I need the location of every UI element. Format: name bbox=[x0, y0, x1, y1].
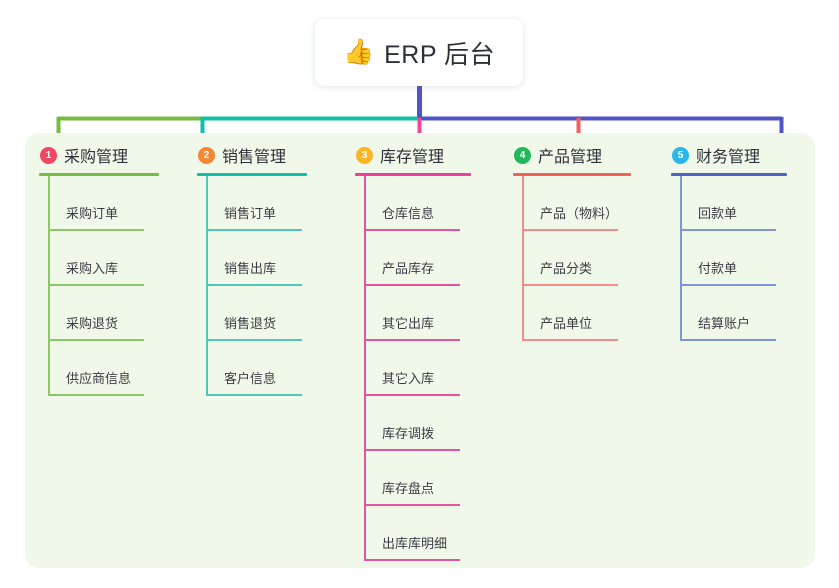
column-title-3: 库存管理 bbox=[380, 149, 445, 166]
list-item-underline bbox=[524, 339, 618, 341]
list-item-label: 供应商信息 bbox=[66, 371, 132, 386]
column-items-4: 产品（物料） 产品分类产品单位 bbox=[522, 176, 647, 341]
list-item-label: 其它出库 bbox=[382, 316, 435, 331]
list-item-label: 销售出库 bbox=[224, 261, 277, 276]
list-item[interactable]: 采购订单 bbox=[48, 176, 173, 231]
list-item[interactable]: 其它出库 bbox=[364, 286, 489, 341]
list-item-underline bbox=[524, 229, 618, 231]
column-rule-5 bbox=[671, 173, 787, 176]
list-item-label: 付款单 bbox=[698, 261, 738, 276]
list-item[interactable]: 销售订单 bbox=[206, 176, 331, 231]
column-2: 2 销售管理销售订单销售出库销售退货客户信息 bbox=[183, 133, 341, 568]
column-rule-1 bbox=[39, 173, 159, 176]
list-item[interactable]: 库存调拨 bbox=[364, 396, 489, 451]
list-item-underline bbox=[50, 394, 144, 396]
column-header-1[interactable]: 1 采购管理 bbox=[40, 143, 128, 167]
list-item-label: 库存盘点 bbox=[382, 481, 435, 496]
list-item[interactable]: 采购入库 bbox=[48, 231, 173, 286]
list-item-label: 产品（物料） bbox=[540, 206, 619, 221]
list-item[interactable]: 付款单 bbox=[680, 231, 805, 286]
list-item-underline bbox=[208, 229, 302, 231]
column-items-5: 回款单付款单结算账户 bbox=[680, 176, 805, 341]
column-title-1: 采购管理 bbox=[64, 149, 129, 166]
column-4: 4 产品管理产品（物料） 产品分类产品单位 bbox=[499, 133, 657, 568]
column-header-5[interactable]: 5 财务管理 bbox=[672, 143, 760, 167]
list-item[interactable]: 产品单位 bbox=[522, 286, 647, 341]
list-item-underline bbox=[366, 504, 460, 506]
column-badge-1: 1 bbox=[40, 146, 57, 164]
list-item-label: 销售退货 bbox=[224, 316, 277, 331]
list-item[interactable]: 客户信息 bbox=[206, 341, 331, 396]
root-node[interactable]: 👍 ERP 后台 bbox=[315, 19, 523, 86]
list-item-underline bbox=[366, 449, 460, 451]
list-item[interactable]: 供应商信息 bbox=[48, 341, 173, 396]
list-item-underline bbox=[524, 284, 618, 286]
list-item-label: 产品分类 bbox=[540, 261, 593, 276]
list-item-underline bbox=[366, 284, 460, 286]
list-item-underline bbox=[366, 229, 460, 231]
list-item[interactable]: 销售退货 bbox=[206, 286, 331, 341]
list-item-label: 仓库信息 bbox=[382, 206, 435, 221]
column-items-3: 仓库信息产品库存其它出库其它入库库存调拨库存盘点出库库明细 bbox=[364, 176, 489, 561]
list-item-underline bbox=[682, 284, 776, 286]
column-title-4: 产品管理 bbox=[538, 149, 603, 166]
list-item-underline bbox=[208, 394, 302, 396]
column-3: 3 库存管理仓库信息产品库存其它出库其它入库库存调拨库存盘点出库库明细 bbox=[341, 133, 499, 568]
list-item[interactable]: 产品（物料） bbox=[522, 176, 647, 231]
list-item[interactable]: 产品库存 bbox=[364, 231, 489, 286]
column-5: 5 财务管理回款单付款单结算账户 bbox=[657, 133, 815, 568]
list-item-underline bbox=[366, 339, 460, 341]
list-item[interactable]: 库存盘点 bbox=[364, 451, 489, 506]
root-title: ERP 后台 bbox=[384, 40, 496, 69]
columns-container: 1 采购管理采购订单采购入库采购退货供应商信息 2 销售管理销售订单销售出库销售退货客… bbox=[25, 133, 815, 568]
list-item-label: 回款单 bbox=[698, 206, 738, 221]
column-1: 1 采购管理采购订单采购入库采购退货供应商信息 bbox=[25, 133, 183, 568]
list-item[interactable]: 仓库信息 bbox=[364, 176, 489, 231]
column-header-3[interactable]: 3 库存管理 bbox=[356, 143, 444, 167]
list-item[interactable]: 采购退货 bbox=[48, 286, 173, 341]
column-rule-3 bbox=[355, 173, 471, 176]
column-header-4[interactable]: 4 产品管理 bbox=[514, 143, 602, 167]
column-badge-2: 2 bbox=[198, 146, 215, 164]
list-item[interactable]: 回款单 bbox=[680, 176, 805, 231]
list-item-underline bbox=[50, 284, 144, 286]
list-item-label: 出库库明细 bbox=[382, 536, 448, 551]
column-badge-4: 4 bbox=[514, 146, 531, 164]
list-item-label: 客户信息 bbox=[224, 371, 277, 386]
column-rule-4 bbox=[513, 173, 631, 176]
list-item-underline bbox=[208, 339, 302, 341]
column-badge-5: 5 bbox=[672, 146, 689, 164]
list-item-label: 其它入库 bbox=[382, 371, 435, 386]
column-items-1: 采购订单采购入库采购退货供应商信息 bbox=[48, 176, 173, 396]
column-items-2: 销售订单销售出库销售退货客户信息 bbox=[206, 176, 331, 396]
list-item-label: 结算账户 bbox=[698, 316, 751, 331]
list-item[interactable]: 销售出库 bbox=[206, 231, 331, 286]
list-item[interactable]: 产品分类 bbox=[522, 231, 647, 286]
list-item-label: 销售订单 bbox=[224, 206, 277, 221]
column-header-2[interactable]: 2 销售管理 bbox=[198, 143, 286, 167]
list-item-underline bbox=[682, 339, 776, 341]
list-item-label: 采购入库 bbox=[66, 261, 119, 276]
list-item-underline bbox=[366, 559, 460, 561]
list-item-label: 采购订单 bbox=[66, 206, 119, 221]
list-item-label: 产品库存 bbox=[382, 261, 435, 276]
list-item[interactable]: 结算账户 bbox=[680, 286, 805, 341]
list-item-underline bbox=[366, 394, 460, 396]
list-item[interactable]: 出库库明细 bbox=[364, 506, 489, 561]
thumbs-up-icon: 👍 bbox=[342, 38, 375, 66]
column-badge-3: 3 bbox=[356, 146, 373, 164]
list-item-underline bbox=[50, 229, 144, 231]
column-title-2: 销售管理 bbox=[222, 149, 287, 166]
column-rule-2 bbox=[197, 173, 307, 176]
list-item-label: 产品单位 bbox=[540, 316, 593, 331]
diagram-panel bbox=[25, 133, 815, 568]
column-title-5: 财务管理 bbox=[696, 149, 761, 166]
list-item-underline bbox=[50, 339, 144, 341]
list-item-label: 采购退货 bbox=[66, 316, 119, 331]
list-item[interactable]: 其它入库 bbox=[364, 341, 489, 396]
list-item-underline bbox=[208, 284, 302, 286]
list-item-label: 库存调拨 bbox=[382, 426, 435, 441]
list-item-underline bbox=[682, 229, 776, 231]
